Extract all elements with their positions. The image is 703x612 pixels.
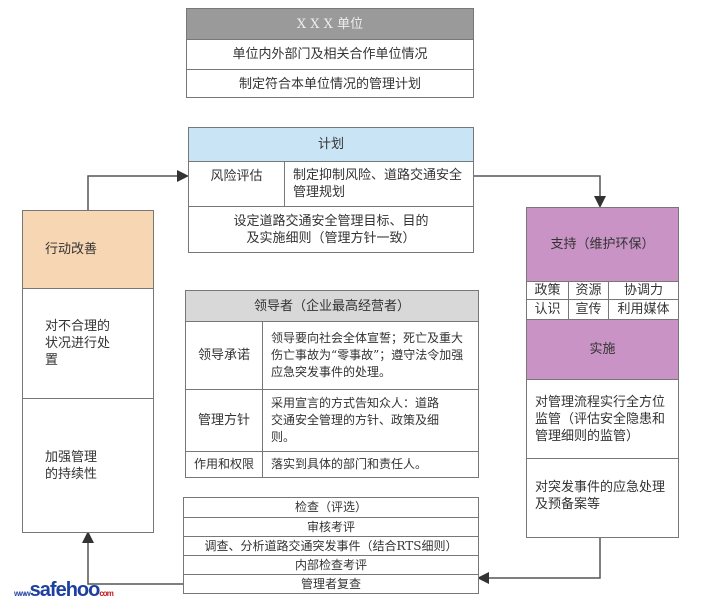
risk-label: 风险评估 bbox=[189, 161, 285, 206]
check-row: 调查、分析道路交通突发事件（结合RTS细则） bbox=[184, 536, 478, 555]
unit-box: X X X 单位 单位内外部门及相关合作单位情况 制定符合本单位情况的管理计划 bbox=[186, 8, 474, 98]
unit-row: 单位内外部门及相关合作单位情况 bbox=[187, 39, 473, 69]
leader-label: 领导承诺 bbox=[186, 321, 263, 389]
check-row: 管理者复查 bbox=[184, 574, 478, 593]
leader-text: 落实到具体的部门和责任人。 bbox=[263, 451, 478, 477]
leader-text: 采用宣言的方式告知众人：道路交通安全管理的方针、政策及细则。 bbox=[263, 389, 478, 451]
grid-cell: 宣传 bbox=[569, 299, 609, 319]
grid-cell: 认识 bbox=[527, 299, 569, 319]
leader-label: 管理方针 bbox=[186, 389, 263, 451]
goal-text: 设定道路交通安全管理目标、目的及实施细则（管理方针一致） bbox=[189, 206, 473, 253]
leader-box: 领导者（企业最高经营者） 领导承诺 领导要向社会全体宣誓；死亡及重大伤亡事故为“… bbox=[185, 290, 479, 478]
leader-text: 领导要向社会全体宣誓；死亡及重大伤亡事故为“零事故”；遵守法令加强应急突发事件的… bbox=[263, 321, 478, 389]
check-row: 检查（评选） bbox=[294, 500, 367, 514]
improve-row: 加强管理的持续性 bbox=[23, 398, 153, 532]
plan-box: 计划 风险评估 制定抑制风险、道路交通安全管理规划 设定道路交通安全管理目标、目… bbox=[188, 127, 474, 253]
grid-cell: 利用媒体 bbox=[609, 299, 678, 319]
improve-title: 行动改善 bbox=[23, 211, 153, 288]
unit-row: 制定符合本单位情况的管理计划 bbox=[187, 69, 473, 98]
grid-cell: 协调力 bbox=[609, 281, 678, 299]
plan-title: 计划 bbox=[189, 128, 473, 161]
support-row: 对突发事件的应急处理及预备案等 bbox=[527, 458, 678, 537]
check-row: 内部检查考评 bbox=[184, 555, 478, 574]
unit-title: X X X 单位 bbox=[187, 9, 473, 39]
grid-cell: 资源 bbox=[569, 281, 609, 299]
improve-row: 对不合理的状况进行处置 bbox=[23, 288, 153, 398]
leader-label: 作用和权限 bbox=[186, 451, 263, 477]
grid-cell: 政策 bbox=[527, 281, 569, 299]
support-box: 支持（维护环保） 政策 资源 协调力 认识 宣传 利用媒体 实施 对管理流程实行… bbox=[526, 207, 679, 538]
check-row: 审核考评 bbox=[184, 517, 478, 536]
impl-title: 实施 bbox=[527, 319, 678, 379]
improve-box: 行动改善 对不合理的状况进行处置 加强管理的持续性 bbox=[22, 210, 154, 533]
check-box: 检查（评选） 审核考评 调查、分析道路交通突发事件（结合RTS细则） 内部检查考… bbox=[183, 497, 479, 594]
watermark-logo: wwwsafehoocom bbox=[14, 579, 114, 601]
risk-text: 制定抑制风险、道路交通安全管理规划 bbox=[285, 161, 473, 206]
support-title: 支持（维护环保） bbox=[527, 208, 678, 281]
support-row: 对管理流程实行全方位监管（评估安全隐患和管理细则的监管） bbox=[527, 379, 678, 458]
leader-title: 领导者（企业最高经营者） bbox=[186, 291, 478, 321]
